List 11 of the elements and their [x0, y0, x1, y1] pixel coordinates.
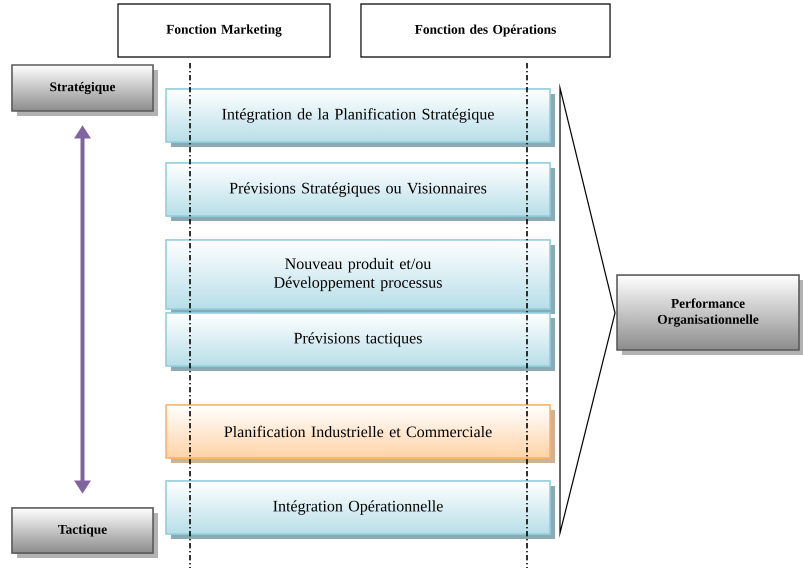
level-box: Tactique [11, 507, 158, 558]
process-bar: Nouveau produit et/ou Développement processus [165, 239, 555, 314]
process-bar: Planification Industrielle et Commerciale [165, 404, 555, 463]
level-box: Stratégique [11, 64, 158, 116]
level-box: Performance Organisationnelle [616, 274, 803, 355]
process-bar: Intégration de la Planification Stratégique [165, 88, 555, 147]
process-bar: Prévisions tactiques [165, 312, 555, 371]
header-box: Fonction Marketing [117, 3, 331, 58]
header-box: Fonction des Opérations [360, 3, 611, 58]
process-bar: Prévisions Stratégiques ou Visionnaires [165, 162, 555, 221]
process-bar: Intégration Opérationnelle [165, 480, 555, 539]
